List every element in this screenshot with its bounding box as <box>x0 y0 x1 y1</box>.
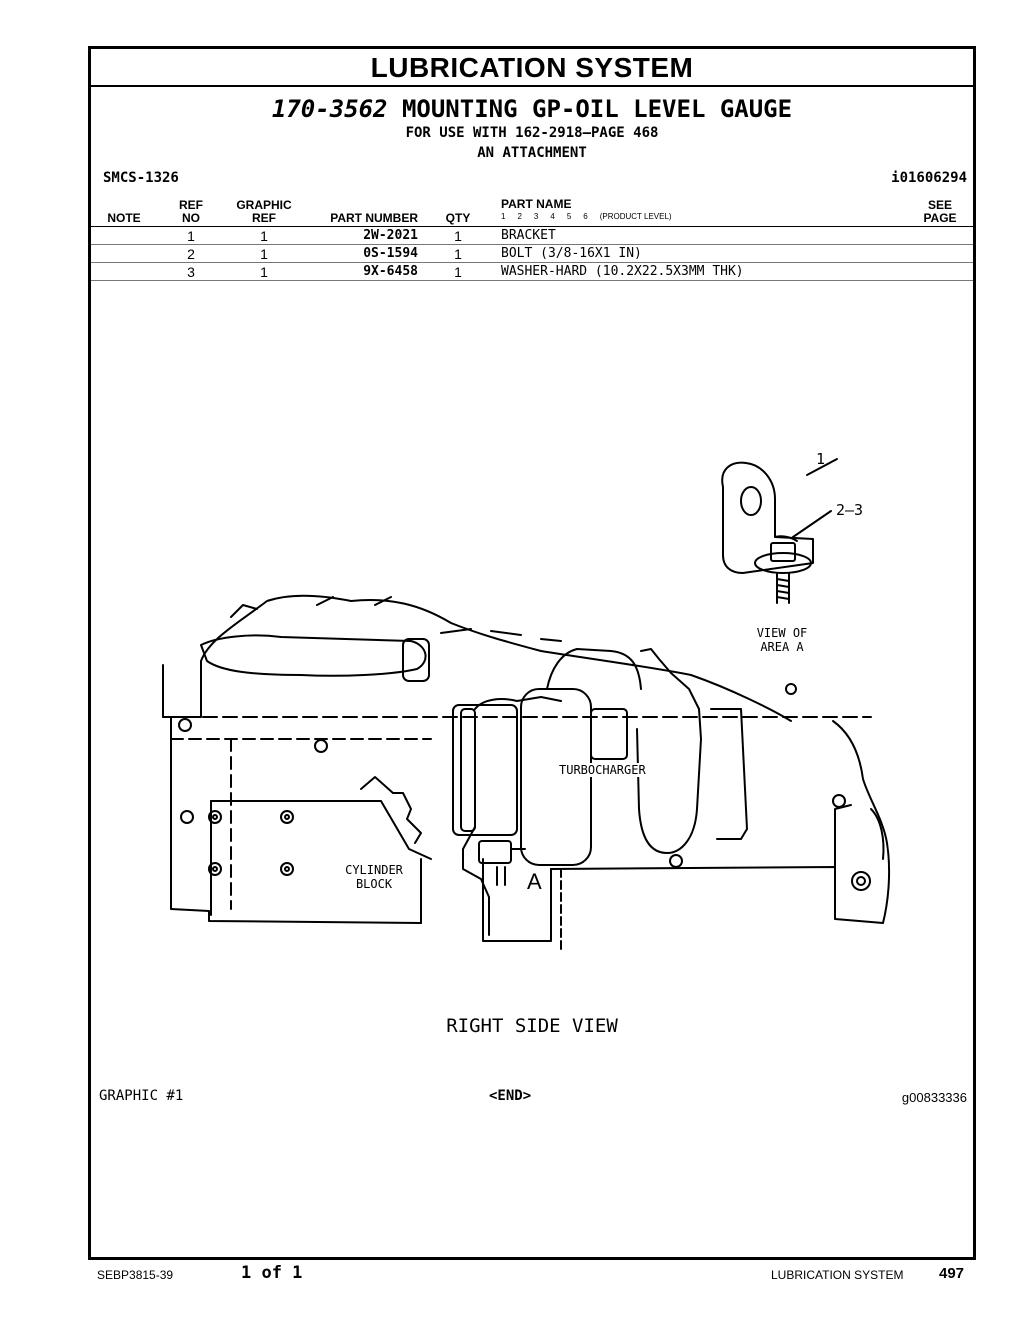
block-label-line1: CYLINDER <box>345 863 403 877</box>
view-label-line1: VIEW OF <box>756 626 808 640</box>
row3-graphic-ref: 1 <box>260 264 268 280</box>
attachment-label: AN ATTACHMENT <box>477 145 587 161</box>
header-rule <box>91 226 973 227</box>
product-level-3: 3 <box>533 212 539 221</box>
row-rule <box>91 262 973 263</box>
row-rule <box>91 244 973 245</box>
col-ref-no: REF NO <box>171 199 211 225</box>
col-ref-no-line1: REF <box>179 198 203 212</box>
col-see-page: SEE PAGE <box>911 199 969 225</box>
product-level-6: 6 <box>583 212 588 221</box>
row2-part-number: 0S-1594 <box>363 246 418 261</box>
product-level-label: (PRODUCT LEVEL) <box>599 212 672 221</box>
cylinder-block-label: CYLINDER BLOCK <box>339 863 409 891</box>
bracket-detail <box>721 458 838 604</box>
col-see-page-line2: PAGE <box>923 211 957 225</box>
row2-ref-no: 2 <box>187 246 195 262</box>
product-level-2: 2 <box>517 212 522 221</box>
col-qty: QTY <box>445 211 471 225</box>
turbocharger-label: TURBOCHARGER <box>559 763 646 777</box>
area-a-marker: A <box>527 869 542 894</box>
row1-part-name: BRACKET <box>501 228 556 243</box>
view-of-area-a-label: VIEW OF AREA A <box>747 626 817 654</box>
row2-part-name: BOLT (3/8-16X1 IN) <box>501 246 642 261</box>
product-level-1: 1 <box>501 212 506 221</box>
col-graphic-ref: GRAPHIC REF <box>229 199 299 225</box>
callout-2-3: 2–3 <box>836 501 864 519</box>
document-ident: i01606294 <box>891 170 967 186</box>
col-see-page-line1: SEE <box>927 198 952 212</box>
product-level-4: 4 <box>550 212 555 221</box>
col-part-number: PART NUMBER <box>330 211 418 225</box>
part-heading: 170-3562 MOUNTING GP-OIL LEVEL GAUGE <box>91 95 973 123</box>
col-graphic-ref-line2: REF <box>252 211 276 225</box>
bolt-bosses <box>178 683 871 950</box>
row1-graphic-ref: 1 <box>260 228 268 244</box>
col-ref-no-line2: NO <box>182 211 200 225</box>
view-caption: RIGHT SIDE VIEW <box>446 1015 618 1037</box>
row1-qty: 1 <box>454 228 462 244</box>
smcs-code: SMCS-1326 <box>103 170 179 186</box>
graphic-label: GRAPHIC #1 <box>99 1088 184 1104</box>
block-label-line2: BLOCK <box>355 877 393 891</box>
row-rule <box>91 280 973 281</box>
group-part-title: MOUNTING GP-OIL LEVEL GAUGE <box>401 95 793 123</box>
footer-section: LUBRICATION SYSTEM <box>771 1268 904 1282</box>
row1-ref-no: 1 <box>187 228 195 244</box>
product-level-5: 5 <box>566 212 572 221</box>
graphic-id: g00833336 <box>901 1090 967 1105</box>
callout-1: 1 <box>816 450 826 468</box>
page-frame: LUBRICATION SYSTEM 170-3562 MOUNTING GP-… <box>88 46 976 1260</box>
section-title-bar: LUBRICATION SYSTEM <box>91 49 973 87</box>
row3-ref-no: 3 <box>187 264 195 280</box>
for-use-with: FOR USE WITH 162-2918—PAGE 468 <box>405 125 659 141</box>
col-note: NOTE <box>107 211 141 225</box>
footer-page-number: 497 <box>939 1265 965 1282</box>
group-part-number: 170-3562 <box>271 95 388 123</box>
row2-qty: 1 <box>454 246 462 262</box>
exhaust-manifold <box>162 594 872 722</box>
end-marker: <END> <box>489 1088 532 1104</box>
view-label-line2: AREA A <box>760 640 804 654</box>
engine-block-outline <box>170 716 891 942</box>
row2-graphic-ref: 1 <box>260 246 268 262</box>
footer-page-of: 1 of 1 <box>241 1263 303 1283</box>
section-title: LUBRICATION SYSTEM <box>370 52 694 83</box>
product-level-row: 1 2 3 4 5 6 (PRODUCT LEVEL) <box>501 212 684 221</box>
row1-part-number: 2W-2021 <box>363 228 418 243</box>
col-graphic-ref-line1: GRAPHIC <box>236 198 292 212</box>
col-part-name: PART NAME <box>501 197 572 211</box>
footer-doc-id: SEBP3815-39 <box>97 1268 174 1282</box>
turbocharger <box>452 648 748 868</box>
oil-gauge-tube <box>462 826 526 936</box>
row3-part-number: 9X-6458 <box>363 264 418 279</box>
row3-qty: 1 <box>454 264 462 280</box>
row3-part-name: WASHER-HARD (10.2X22.5X3MM THK) <box>501 264 744 279</box>
engine-right-side-illustration <box>162 458 891 950</box>
